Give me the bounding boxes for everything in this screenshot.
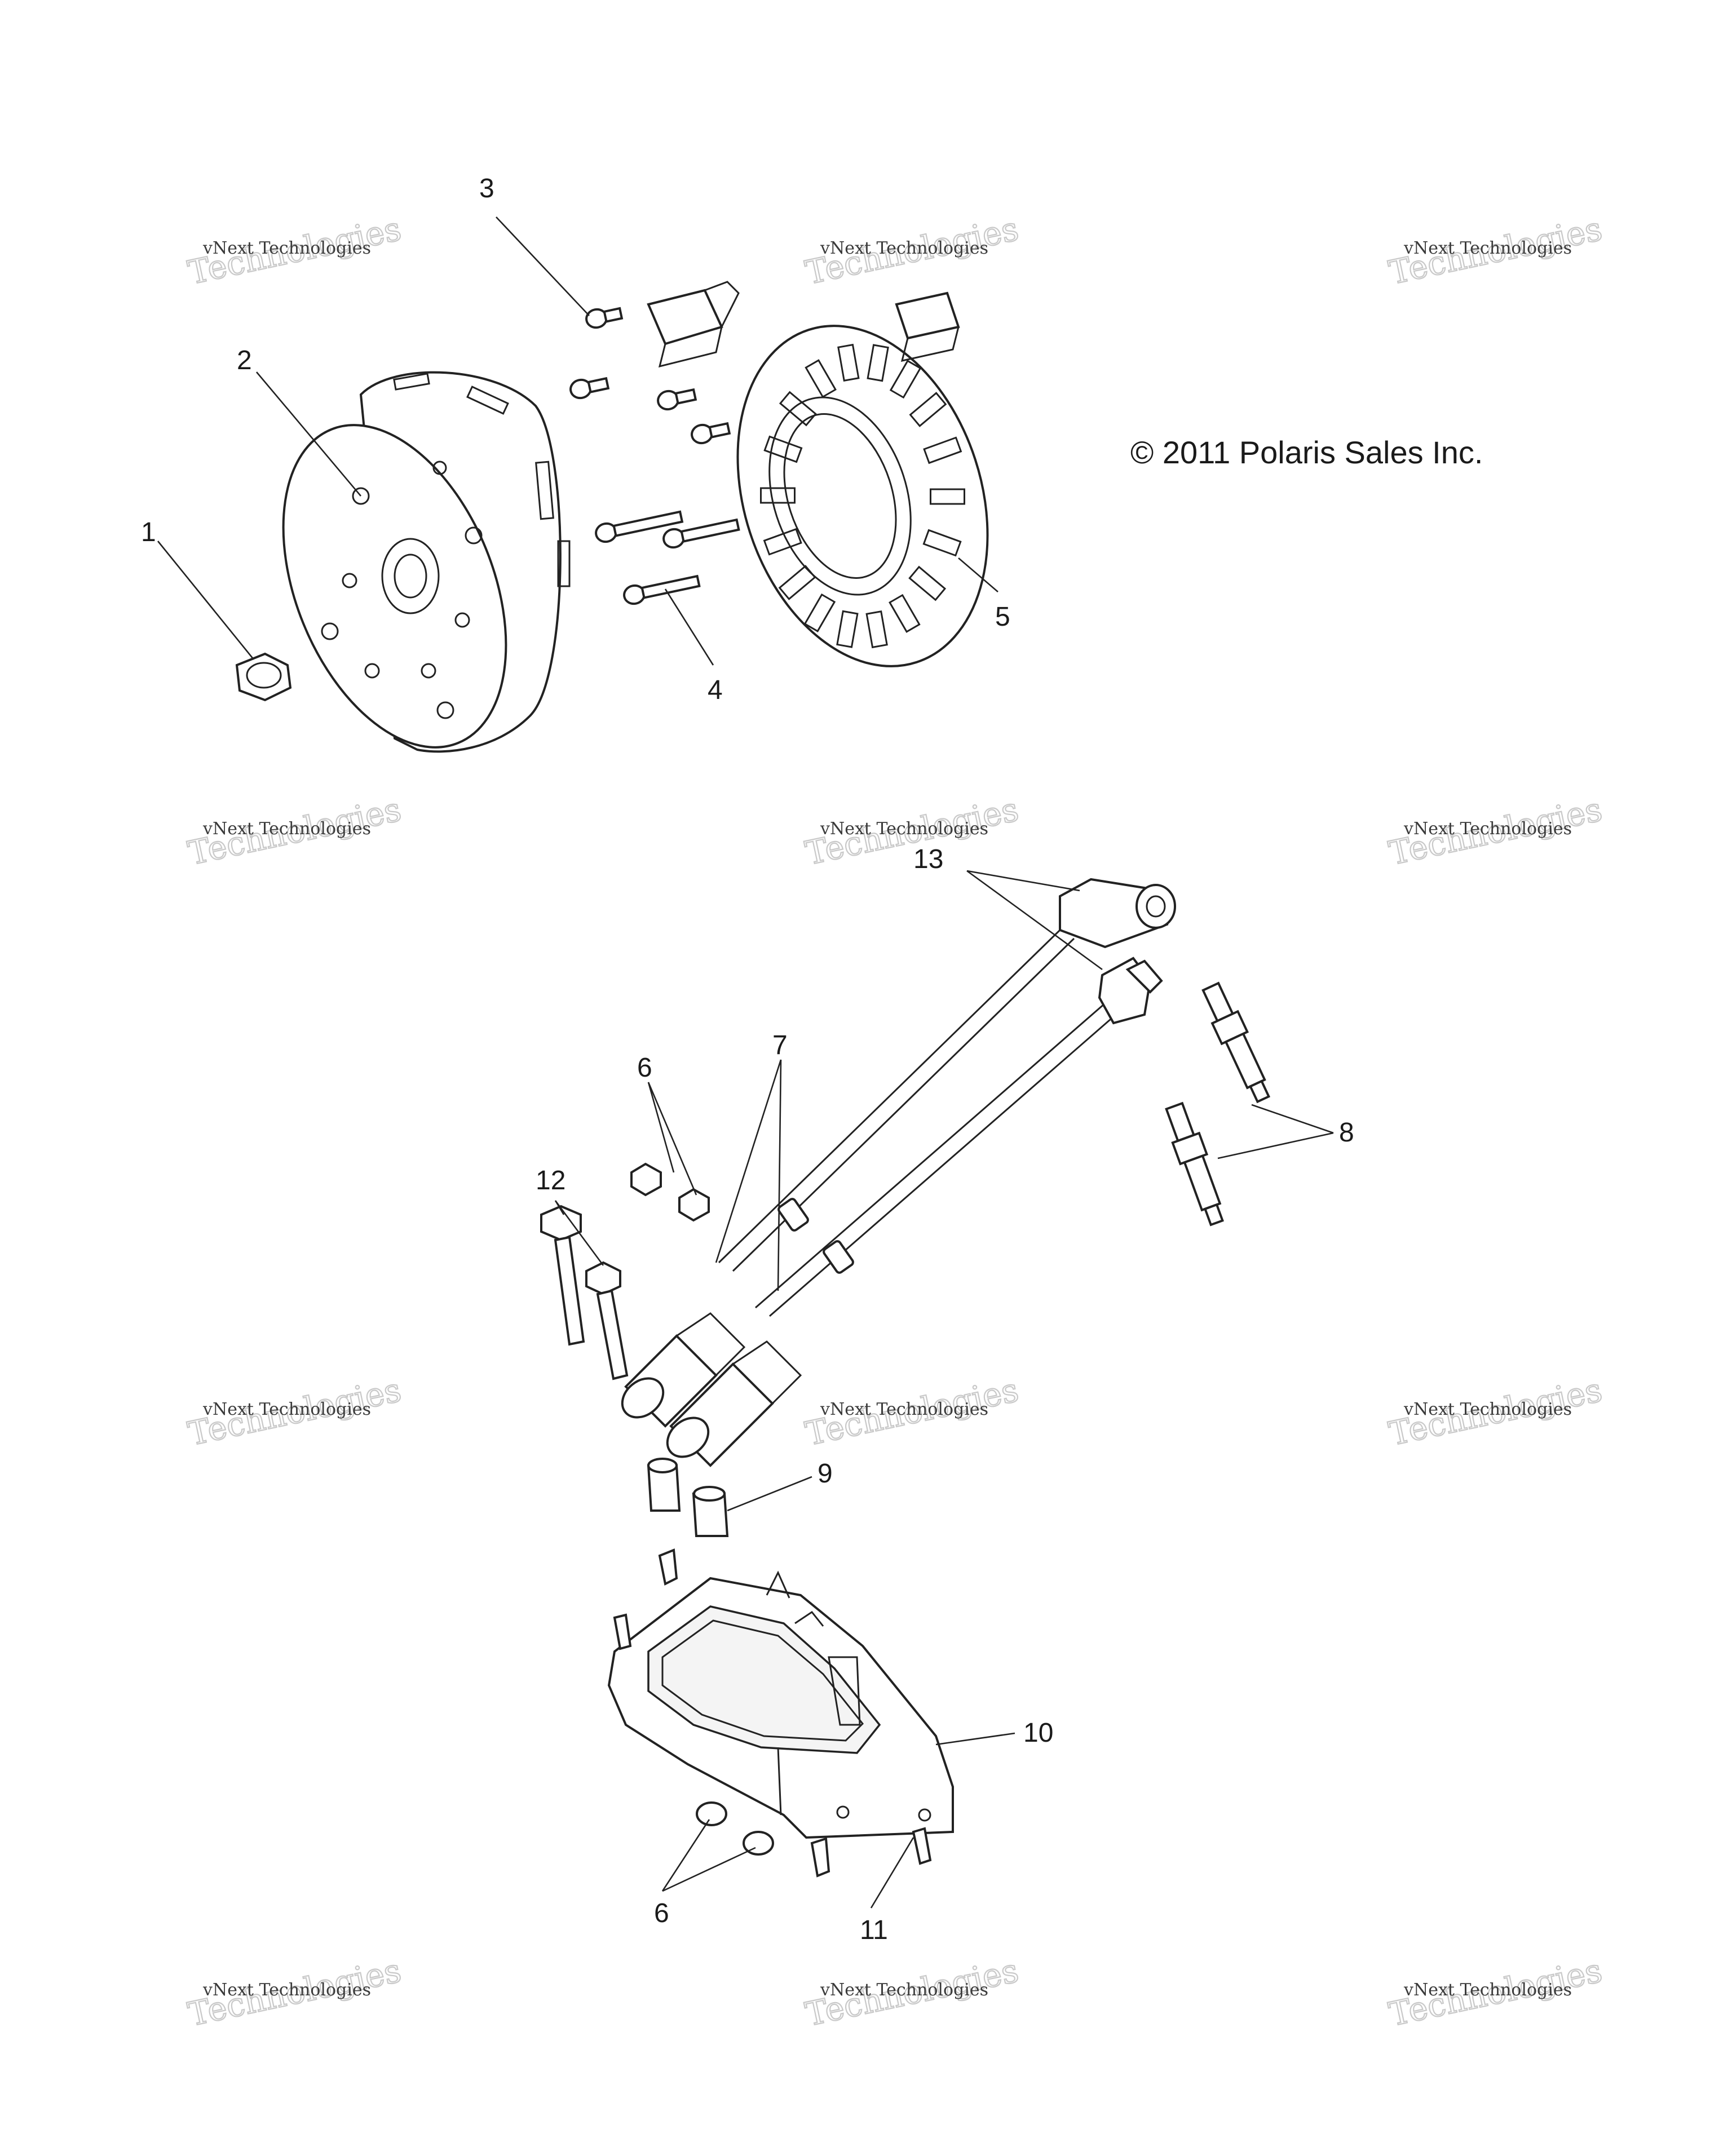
watermark-small-text: vNext Technologies [820, 238, 988, 258]
screw [585, 307, 624, 329]
callout-11: 11 [860, 1915, 888, 1945]
stator-screws [569, 307, 740, 605]
watermark-small-text: vNext Technologies [820, 1400, 988, 1419]
watermark-small-text: vNext Technologies [820, 1980, 988, 2000]
spacers [647, 1458, 729, 1537]
screw [662, 518, 740, 549]
stator-tooth [778, 565, 816, 600]
callout-5: 5 [995, 602, 1010, 632]
stator-tooth [889, 594, 921, 633]
watermark-small-text: vNext Technologies [202, 1400, 371, 1419]
callout-13: 13 [913, 844, 943, 874]
flywheel-nut [235, 652, 292, 702]
callout-6-bottom: 6 [654, 1898, 669, 1928]
screw [623, 574, 701, 605]
callout-4: 4 [708, 675, 723, 705]
stator-tooth [909, 392, 947, 427]
watermark-small-text: vNext Technologies [1403, 1980, 1572, 2000]
watermark-small-text: vNext Technologies [202, 819, 371, 839]
screw [595, 510, 684, 543]
callout-6-top: 6 [637, 1053, 652, 1083]
flywheel [282, 371, 571, 753]
watermark-small-text: vNext Technologies [1403, 1400, 1572, 1419]
callout-12: 12 [536, 1166, 565, 1196]
stator-tooth [889, 360, 922, 399]
screw [691, 422, 731, 445]
callout-1: 1 [141, 517, 156, 547]
stator-tooth [763, 528, 802, 556]
pickup-sensor [647, 281, 740, 368]
mounting-plate [607, 1570, 954, 1839]
stator-tooth [760, 487, 796, 504]
screw [569, 377, 610, 400]
stator-tooth [779, 391, 817, 427]
callout-labels: 1 2 3 4 5 6 7 8 9 10 11 12 13 6 [141, 174, 1354, 1945]
stator [736, 291, 989, 667]
copyright-text: © 2011 Polaris Sales Inc. [1130, 435, 1483, 470]
coil-nuts [630, 1162, 710, 1222]
callout-8: 8 [1339, 1118, 1354, 1148]
stator-tooth [763, 435, 803, 463]
callout-10: 10 [1023, 1718, 1053, 1748]
stator-tooth [923, 436, 962, 464]
screw [657, 388, 697, 411]
coil-bolts [540, 1205, 629, 1380]
stator-tooth [867, 344, 889, 382]
stator-tooth [837, 343, 860, 382]
callout-2: 2 [237, 346, 252, 375]
stator-tooth [803, 593, 836, 632]
callout-7: 7 [772, 1030, 788, 1060]
plate-hardware [613, 1548, 932, 1878]
ignition-coil-assembly [621, 878, 1176, 1467]
watermark-small-text: vNext Technologies [1403, 819, 1572, 839]
stator-tooth [930, 488, 965, 505]
callout-9: 9 [818, 1459, 833, 1489]
stator-tooth [922, 529, 962, 557]
stator-tooth [865, 610, 888, 649]
stator-tooth [805, 359, 837, 399]
watermark-small-text: vNext Technologies [202, 238, 371, 258]
watermark-small-text: vNext Technologies [820, 819, 988, 839]
watermark-small-text: vNext Technologies [1403, 238, 1572, 258]
spark-plugs [1165, 981, 1271, 1227]
watermark-small-text: vNext Technologies [202, 1980, 371, 2000]
leader-lines [157, 216, 1334, 1909]
callout-3: 3 [479, 174, 494, 203]
stator-tooth [908, 565, 947, 601]
stator-tooth [836, 610, 859, 648]
